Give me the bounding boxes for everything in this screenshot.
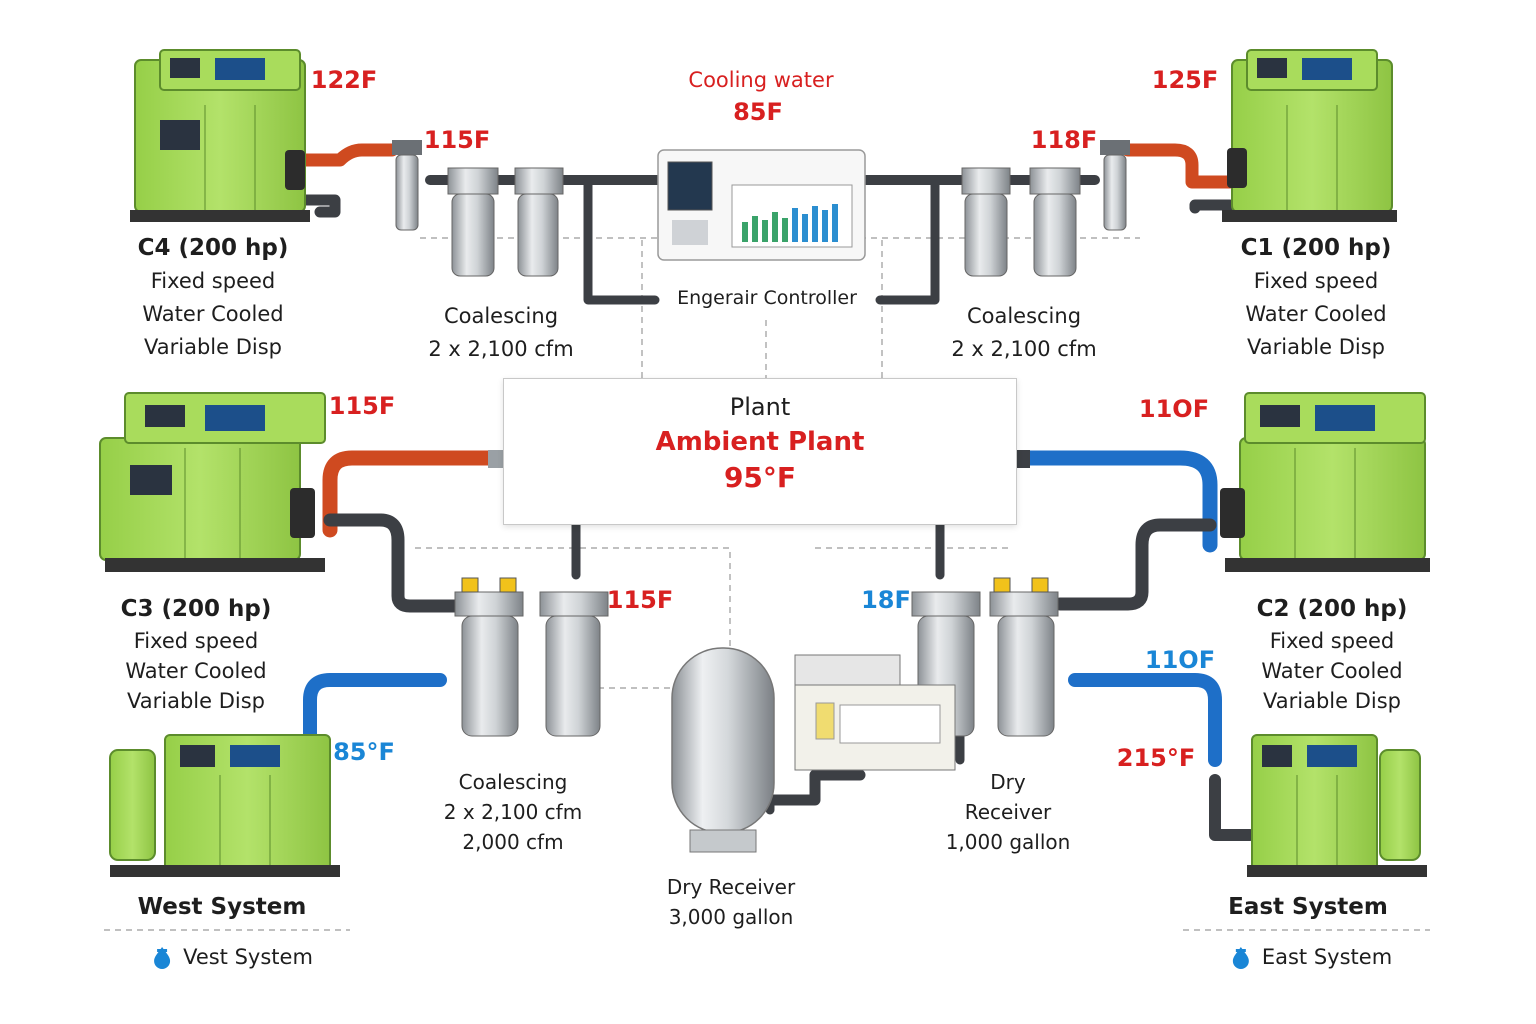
plant-temp: 95°F xyxy=(723,461,797,494)
plant-subtitle: Ambient Plant xyxy=(655,427,865,457)
air-drop-left xyxy=(583,175,660,305)
c3-label: C3 (200 hp) Fixed speed Water Cooled Var… xyxy=(120,596,272,713)
east-system-sub: East System xyxy=(1230,945,1392,969)
hot-pipe-c3 xyxy=(322,450,508,538)
east-water-out-temp: 11OF xyxy=(1144,646,1216,674)
receiver-link xyxy=(764,769,866,806)
cool-pipe-west xyxy=(303,673,447,767)
compressor-east xyxy=(1247,734,1427,877)
air-pipe-c1 xyxy=(1189,199,1236,214)
compressor-c3 xyxy=(99,392,326,572)
compressor-c2 xyxy=(1220,392,1430,572)
air-pipe-c3 xyxy=(323,513,469,613)
water-drop-icon xyxy=(1230,945,1252,969)
filter-bottom-right-2 xyxy=(989,577,1059,737)
hot-pipe-c1 xyxy=(1121,143,1237,189)
filter-bottom-left-1 xyxy=(454,577,524,737)
filter-top-right-2 xyxy=(1029,167,1081,277)
cooling-water-temp: 85F xyxy=(733,98,783,126)
west-system-sub-label: Vest System xyxy=(183,945,313,969)
east-system-title: East System xyxy=(1228,894,1388,920)
compressor-c4 xyxy=(130,49,310,222)
c3-temp: 115F xyxy=(328,392,396,420)
filter-top-left-2 xyxy=(514,167,564,277)
c2-label: C2 (200 hp) Fixed speed Water Cooled Var… xyxy=(1256,596,1408,713)
filter-bottom-left-2 xyxy=(539,591,609,737)
c1-label: C1 (200 hp) Fixed speed Water Cooled Var… xyxy=(1240,235,1392,359)
controller-label: Engerair Controller xyxy=(677,287,857,309)
main-receiver-label: Dry Receiver 3,000 gallon xyxy=(666,875,796,929)
filter-top-left-prefilter xyxy=(392,140,422,231)
air-drop-right xyxy=(875,175,940,305)
west-system-title: West System xyxy=(137,894,307,920)
engerair-controller-panel xyxy=(657,149,866,261)
controller-bar-chart xyxy=(742,204,838,242)
top-left-filter-label: Coalescing 2 x 2,100 cfm xyxy=(428,304,574,361)
plant-title: Plant xyxy=(729,393,791,421)
bottom-right-filter-temp: 18F xyxy=(861,586,911,614)
c4-temp: 122F xyxy=(310,66,378,94)
plant-connector-left xyxy=(488,450,504,468)
c2-temp: 11OF xyxy=(1138,395,1210,423)
c4-label: C4 (200 hp) Fixed speed Water Cooled Var… xyxy=(137,235,289,359)
filter-top-right-prefilter xyxy=(1100,140,1130,231)
filter-top-left-1 xyxy=(447,167,499,277)
dryer-unit xyxy=(794,654,956,771)
top-right-filter-label: Coalescing 2 x 2,100 cfm xyxy=(951,304,1097,361)
hot-pipe-c4 xyxy=(293,143,399,167)
filter-top-right-1 xyxy=(961,167,1011,277)
compressor-west xyxy=(109,734,340,877)
east-water-in-temp: 215°F xyxy=(1116,744,1196,772)
dry-receiver-3000-tank xyxy=(671,647,775,853)
compressor-c1 xyxy=(1222,49,1397,222)
plant-box: Plant Ambient Plant 95°F xyxy=(503,378,1017,525)
east-system-sub-label: East System xyxy=(1261,945,1393,969)
cool-pipe-east xyxy=(1068,673,1222,767)
air-pipe-c2 xyxy=(1053,518,1217,611)
secondary-receiver-label: Dry Receiver 1,000 gallon xyxy=(945,770,1071,854)
west-water-temp: 85°F xyxy=(333,738,395,766)
cool-pipe-c2 xyxy=(1007,450,1218,553)
water-drop-icon xyxy=(151,945,173,969)
top-left-filter-temp: 115F xyxy=(423,126,491,154)
west-system-sub: Vest System xyxy=(151,945,313,969)
cooling-water-label: Cooling water xyxy=(688,68,834,92)
top-right-filter-temp: 118F xyxy=(1030,126,1098,154)
air-pipe-east xyxy=(1209,774,1256,841)
air-pipe-c4 xyxy=(294,194,341,218)
bottom-left-filter-temp: 115F xyxy=(606,586,674,614)
bottom-left-filter-label: Coalescing 2 x 2,100 cfm 2,000 cfm xyxy=(443,770,583,854)
plant-connector-right xyxy=(1014,450,1030,468)
c1-temp: 125F xyxy=(1151,66,1219,94)
